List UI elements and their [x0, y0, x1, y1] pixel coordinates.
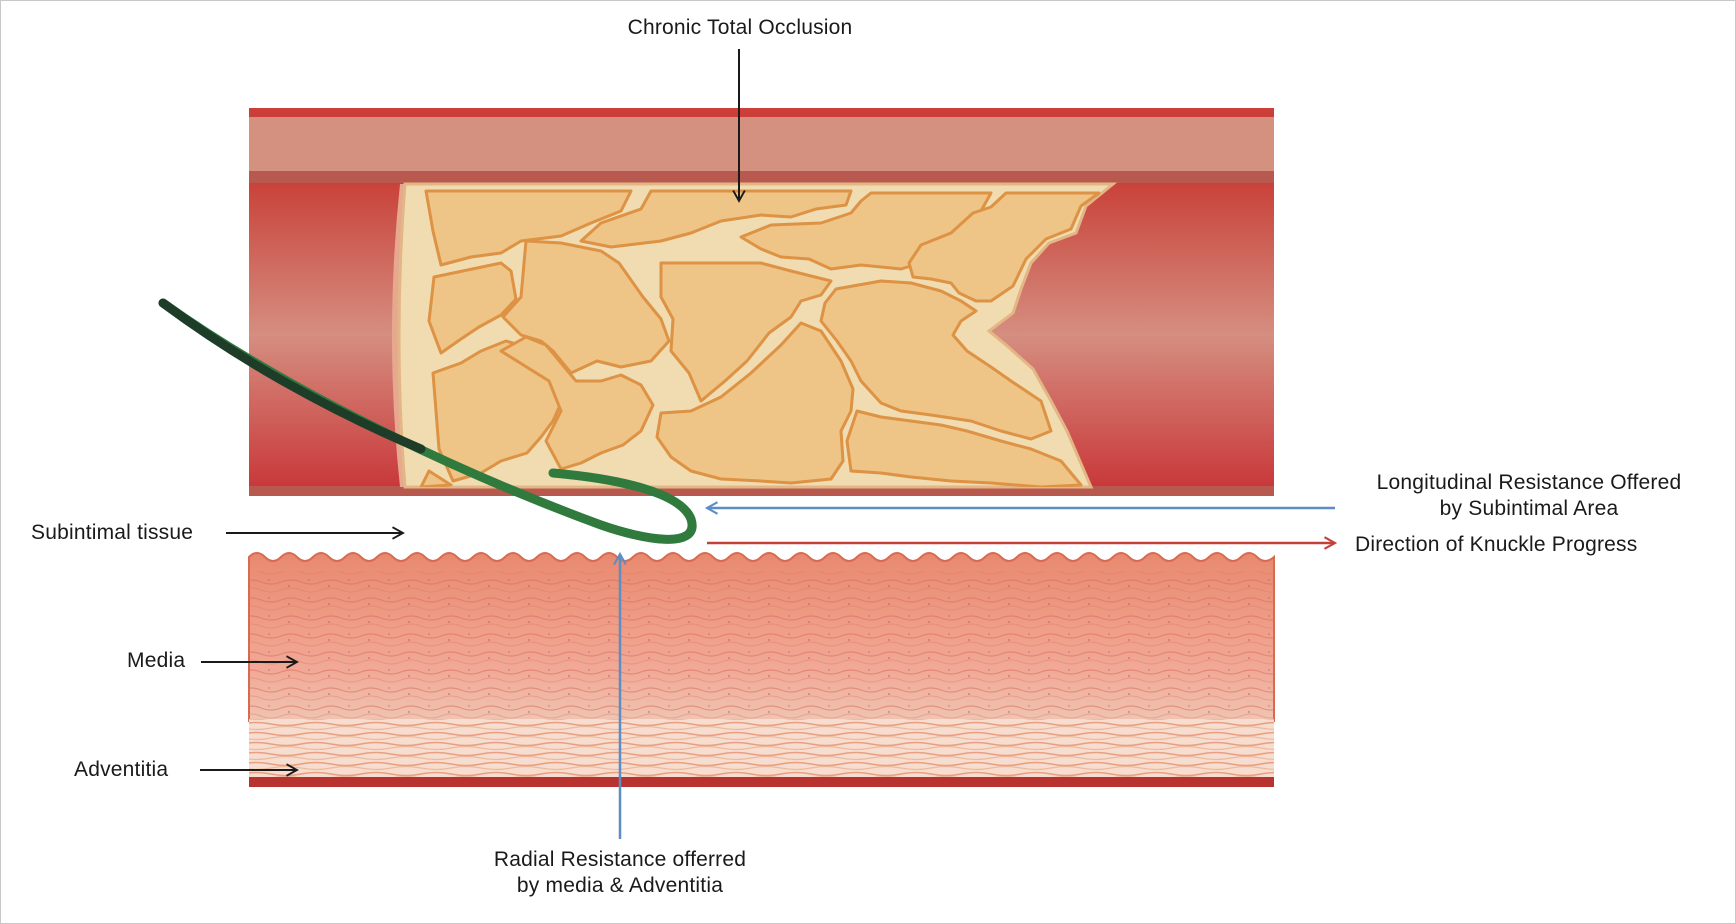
longitudinal-label-line1: Longitudinal Resistance Offered: [1376, 471, 1682, 494]
subintimal-label: Subintimal tissue: [31, 521, 194, 544]
longitudinal-label-line2: by Subintimal Area: [1439, 497, 1619, 520]
cto-label: Chronic Total Occlusion: [627, 16, 853, 39]
longitudinal-resistance-label: Longitudinal Resistance Offered by Subin…: [1349, 470, 1709, 522]
adventitia-layer: [249, 719, 1274, 787]
knuckle-direction-label: Direction of Knuckle Progress: [1355, 533, 1638, 556]
chronic-total-occlusion: [397, 182, 1118, 489]
lumen-lower-wall: [249, 486, 1274, 496]
radial-label-line2: by media & Adventitia: [516, 874, 724, 897]
radial-resistance-label: Radial Resistance offerred by media & Ad…: [461, 847, 779, 899]
radial-label-line1: Radial Resistance offerred: [493, 848, 747, 871]
media-label: Media: [127, 649, 186, 672]
upper-vessel-wall: [249, 108, 1274, 183]
adventitia-label: Adventitia: [74, 758, 169, 781]
media-layer: [248, 552, 1275, 722]
guidewire-shaft: [158, 298, 426, 454]
